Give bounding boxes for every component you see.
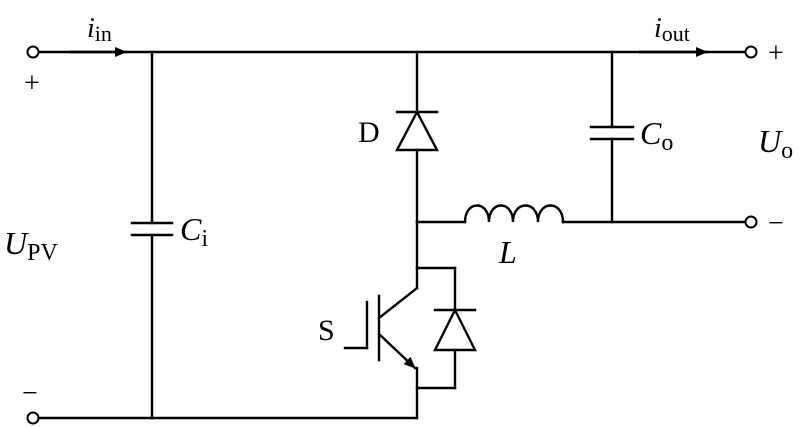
label-c-o: Co (640, 115, 673, 156)
diode-d (395, 50, 439, 224)
freewheel-diode (415, 266, 477, 390)
terminal-output-plus (744, 45, 758, 59)
terminal-input-minus (26, 411, 40, 425)
label-u-o: Uo (758, 123, 793, 164)
label-plus-right: + (768, 38, 784, 69)
label-switch: S (318, 314, 335, 347)
label-inductor: L (498, 234, 517, 270)
label-u-pv: UPV (4, 225, 58, 266)
capacitor-ci (130, 50, 174, 420)
label-minus-left: − (22, 378, 38, 409)
switch-s (343, 220, 419, 420)
capacitor-co (589, 50, 635, 224)
label-i-out: iout (654, 13, 690, 46)
inductor-l (463, 204, 565, 224)
label-plus-left: + (24, 68, 40, 99)
label-i-in: iin (87, 13, 112, 46)
label-minus-right: − (768, 208, 784, 239)
terminal-input-plus (26, 45, 40, 59)
terminal-output-minus (744, 215, 758, 229)
label-c-i: Ci (180, 211, 208, 252)
label-diode: D (358, 116, 380, 149)
